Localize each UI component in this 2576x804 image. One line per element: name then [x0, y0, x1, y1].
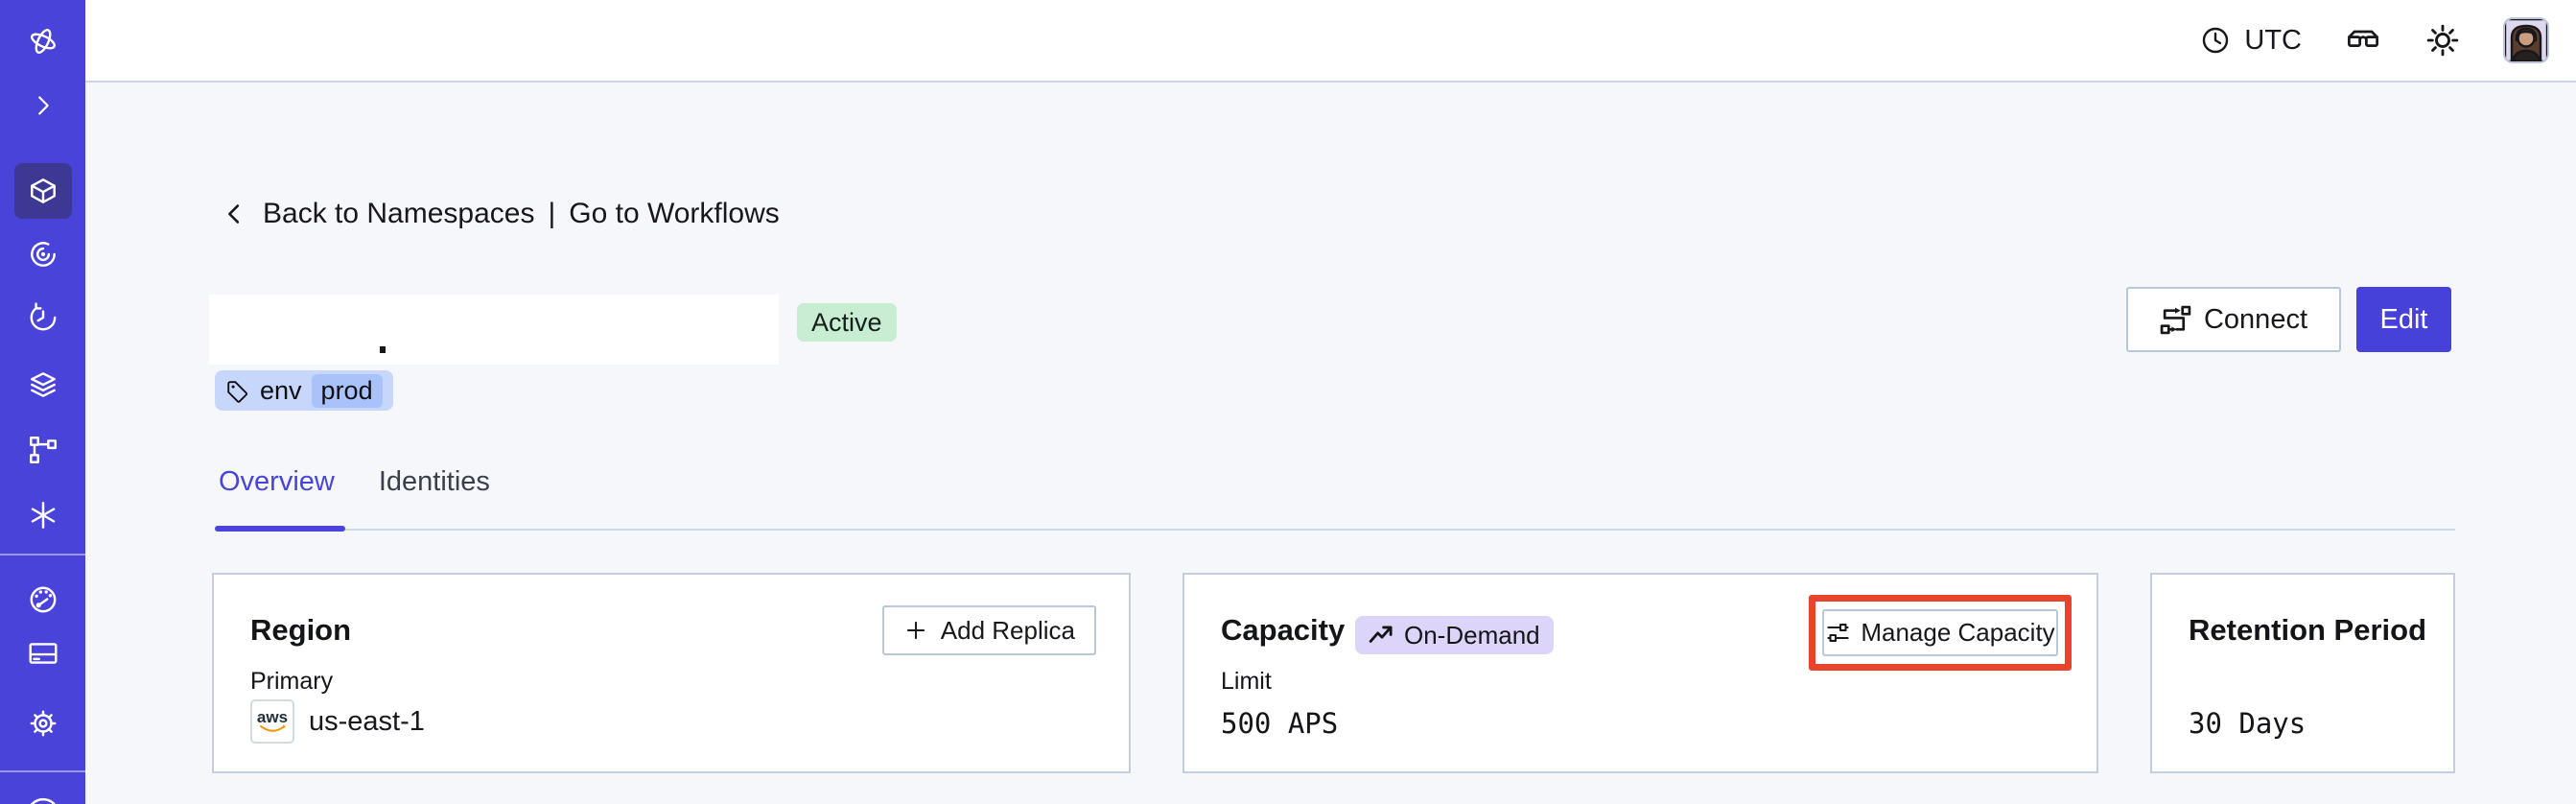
- retention-card-title: Retention Period: [2189, 613, 2427, 647]
- active-tab-underline: [215, 526, 345, 532]
- sidebar-item-nexus[interactable]: [0, 238, 85, 271]
- namespace-tag-chip: env prod: [215, 370, 393, 411]
- nexus-icon: [30, 242, 56, 267]
- timezone-label: UTC: [2244, 24, 2302, 56]
- sidebar-divider: [0, 770, 85, 772]
- sidebar: [0, 0, 85, 804]
- breadcrumb: Back to Namespaces | Go to Workflows: [221, 198, 780, 230]
- manage-capacity-label: Manage Capacity: [1861, 618, 2055, 647]
- namespace-title-fragment: [380, 346, 386, 353]
- namespace-title-redacted: [209, 295, 779, 365]
- connect-button[interactable]: Connect: [2126, 287, 2341, 352]
- layers-icon: [30, 372, 56, 397]
- sidebar-item-usage[interactable]: [0, 583, 85, 616]
- theme-toggle-button[interactable]: [2424, 22, 2461, 59]
- on-demand-label: On-Demand: [1404, 620, 1540, 650]
- sidebar-item-billing[interactable]: [0, 637, 85, 670]
- sidebar-item-support[interactable]: [0, 797, 85, 804]
- aws-smile-icon: [260, 724, 286, 732]
- glasses-icon: [2348, 30, 2378, 47]
- labs-mode-button[interactable]: [2344, 23, 2382, 58]
- usage-gauge-icon: [30, 586, 56, 613]
- expand-chevron-icon: [37, 96, 49, 115]
- billing-card-icon: [28, 643, 58, 664]
- retention-card: Retention Period 30 Days: [2150, 573, 2455, 773]
- region-card: Region Add Replica Primary aws us-east-1: [212, 573, 1131, 773]
- sliders-icon: [1827, 624, 1849, 642]
- tab-divider-line: [215, 529, 2455, 531]
- go-to-workflows-link[interactable]: Go to Workflows: [569, 198, 780, 229]
- branch-icon: [29, 437, 57, 463]
- capacity-card-title: Capacity: [1221, 613, 1346, 647]
- highlight-annotation-box: Manage Capacity: [1809, 595, 2072, 671]
- breadcrumb-separator: |: [548, 198, 556, 229]
- clock-icon: [2203, 27, 2229, 54]
- tab-overview[interactable]: Overview: [219, 466, 335, 497]
- sidebar-item-workflows[interactable]: [0, 434, 85, 466]
- tab-bar: Overview Identities: [219, 466, 490, 508]
- sidebar-item-settings[interactable]: [0, 707, 85, 740]
- help-icon: [30, 797, 56, 804]
- temporal-logo-icon: [30, 29, 56, 54]
- sidebar-expand-button[interactable]: [0, 89, 85, 122]
- sidebar-item-deployments[interactable]: [0, 368, 85, 401]
- manage-capacity-button[interactable]: Manage Capacity: [1822, 609, 2058, 656]
- settings-gear-icon: [30, 710, 56, 737]
- tag-icon: [227, 380, 248, 403]
- add-replica-button[interactable]: Add Replica: [881, 605, 1096, 655]
- capacity-field-label: Limit: [1221, 668, 1272, 695]
- back-to-namespaces-link[interactable]: Back to Namespaces: [263, 198, 535, 229]
- tag-value: prod: [311, 373, 383, 408]
- history-clock-icon: [30, 302, 56, 331]
- connect-icon: [2160, 305, 2191, 334]
- status-badge: Active: [797, 303, 897, 342]
- sidebar-item-namespaces[interactable]: [0, 175, 85, 207]
- aws-provider-badge: aws: [250, 699, 294, 744]
- plus-icon: [906, 621, 925, 640]
- back-chevron-icon: [228, 204, 240, 224]
- topbar: UTC: [85, 0, 2576, 83]
- asterisk-icon: [31, 502, 55, 529]
- region-value-row: aws us-east-1: [250, 699, 425, 744]
- sidebar-item-batch[interactable]: [0, 499, 85, 532]
- retention-value: 30 Days: [2189, 707, 2307, 740]
- timezone-selector[interactable]: UTC: [2200, 25, 2302, 57]
- connect-button-label: Connect: [2203, 303, 2307, 335]
- region-value: us-east-1: [309, 705, 425, 737]
- on-demand-badge: On-Demand: [1355, 616, 1554, 654]
- capacity-value: 500 APS: [1221, 707, 1339, 740]
- edit-button[interactable]: Edit: [2356, 287, 2451, 352]
- add-replica-label: Add Replica: [940, 615, 1075, 645]
- trending-up-icon: [1369, 626, 1393, 643]
- avatar-photo: [2505, 19, 2547, 61]
- capacity-card: Capacity On-Demand Manage Capacity: [1183, 573, 2098, 773]
- tag-key: env: [260, 375, 302, 405]
- sun-icon: [2426, 24, 2459, 57]
- sidebar-divider: [0, 554, 85, 556]
- edit-button-label: Edit: [2379, 303, 2428, 335]
- aws-logo-text: aws: [256, 707, 289, 726]
- region-field-label: Primary: [250, 668, 334, 695]
- region-card-title: Region: [250, 613, 352, 647]
- sidebar-item-schedules[interactable]: [0, 301, 85, 334]
- user-avatar[interactable]: [2503, 17, 2549, 63]
- namespaces-cube-icon: [30, 178, 56, 203]
- temporal-logo[interactable]: [0, 25, 85, 58]
- tab-identities[interactable]: Identities: [378, 466, 490, 497]
